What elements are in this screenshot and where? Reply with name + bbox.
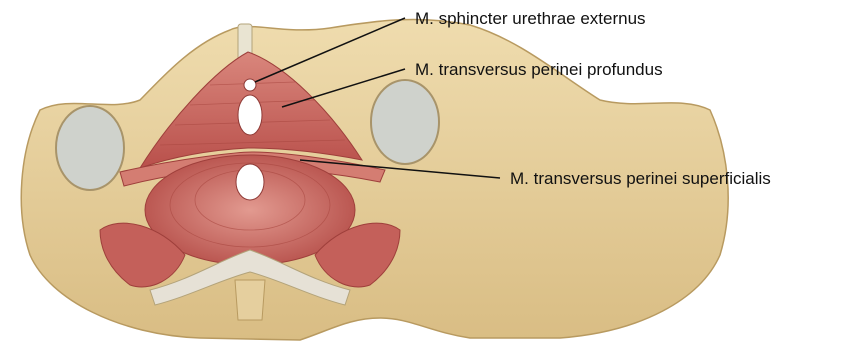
label-transversus-profundus: M. transversus perinei profundus <box>415 60 663 80</box>
label-sphincter-urethrae: M. sphincter urethrae externus <box>415 9 646 29</box>
urethral-opening <box>244 79 256 91</box>
vaginal-opening <box>238 95 262 135</box>
coccyx <box>235 280 265 320</box>
left-obturator-foramen <box>56 106 124 190</box>
label-transversus-superficialis: M. transversus perinei superficialis <box>510 169 771 189</box>
right-obturator-foramen <box>371 80 439 164</box>
anal-opening <box>236 164 264 200</box>
